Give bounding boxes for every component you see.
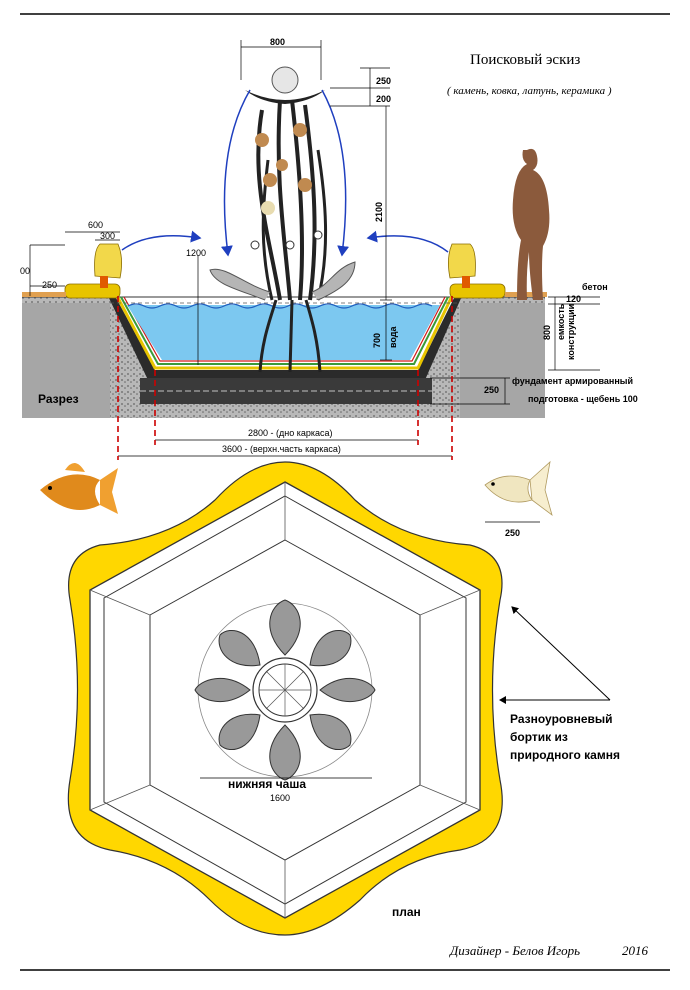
callout-line-1: Разноуровневый bbox=[510, 712, 613, 726]
water-arrow-left-side bbox=[121, 230, 202, 251]
callout-line-3: природного камня bbox=[510, 748, 620, 762]
plan-view: нижняя чаша 1600 bbox=[67, 461, 503, 936]
dim-250-left: 250 bbox=[42, 280, 57, 290]
water-body bbox=[127, 305, 440, 360]
dim-800-top: 800 bbox=[270, 37, 285, 47]
red-dash-guides bbox=[117, 296, 453, 460]
stone-right bbox=[448, 243, 476, 279]
designer-signature: Дизайнер - Белов Игорь bbox=[448, 943, 580, 958]
stone-right-accent bbox=[462, 276, 470, 288]
lower-bowl-label: нижняя чаша bbox=[228, 777, 306, 791]
sketch-subtitle: ( камень, ковка, латунь, керамика ) bbox=[447, 85, 612, 97]
flower-petals bbox=[194, 599, 376, 781]
green-layer bbox=[120, 296, 449, 365]
paving-left bbox=[22, 292, 66, 297]
forged-sculpture bbox=[209, 66, 356, 373]
coping-right bbox=[449, 283, 506, 299]
callout-line-2: бортик из bbox=[510, 730, 568, 744]
dim-250-found: 250 bbox=[484, 385, 499, 395]
dim-120: 120 bbox=[566, 294, 581, 304]
callout-arrow-1 bbox=[511, 606, 611, 701]
plan-label: план bbox=[392, 905, 421, 919]
dim-300: 300 bbox=[100, 231, 115, 241]
dim-1200: 1200 bbox=[186, 248, 206, 258]
construction-label: конструкции bbox=[566, 304, 576, 360]
ground-right bbox=[460, 303, 545, 418]
dim-2100: 2100 bbox=[374, 202, 384, 222]
dim-700: 700 bbox=[372, 333, 382, 348]
foundation-label: фундамент армированный bbox=[512, 376, 633, 386]
dim-200: 200 bbox=[376, 94, 391, 104]
year-label: 2016 bbox=[622, 943, 649, 958]
hexagon-edges bbox=[89, 482, 481, 918]
ground-left bbox=[22, 303, 110, 418]
dim-3600: 3600 - (верхн.часть каркаса) bbox=[222, 444, 341, 454]
water-label: вода bbox=[388, 325, 398, 348]
yellow-layer bbox=[115, 295, 454, 370]
concrete-bowl bbox=[108, 296, 462, 380]
center-cross bbox=[259, 664, 311, 716]
coping-left bbox=[64, 283, 121, 299]
section-label: Разрез bbox=[38, 392, 79, 406]
lower-bowl-dim: 1600 bbox=[270, 793, 290, 803]
sketch-title: Поисковый эскиз bbox=[470, 52, 580, 68]
fish-dim: 250 bbox=[505, 528, 520, 538]
stone-left bbox=[94, 243, 122, 279]
red-layer bbox=[123, 296, 446, 362]
capacity-label: емкость bbox=[556, 303, 566, 340]
dim-600: 600 bbox=[88, 220, 103, 230]
water-arrow-left-down bbox=[220, 89, 251, 257]
goldfish-icon bbox=[40, 462, 118, 514]
dim-800-side: 800 bbox=[542, 325, 552, 340]
section-view: 800 250 200 2100 600 300 00 250 1200 700… bbox=[20, 37, 638, 460]
stone-left-accent bbox=[100, 276, 108, 288]
dim-250: 250 bbox=[376, 76, 391, 86]
beton-label: бетон bbox=[582, 282, 608, 292]
dim-2800: 2800 - (дно каркаса) bbox=[248, 428, 333, 438]
water-arrow-right-down bbox=[321, 89, 350, 257]
human-silhouette-icon bbox=[512, 148, 550, 300]
prep-label: подготовка - щебень 100 bbox=[528, 394, 638, 404]
white-fish-icon bbox=[484, 460, 553, 517]
water-arrow-right-side bbox=[366, 230, 449, 253]
dim-00: 00 bbox=[20, 266, 30, 276]
water-wave bbox=[127, 303, 433, 309]
